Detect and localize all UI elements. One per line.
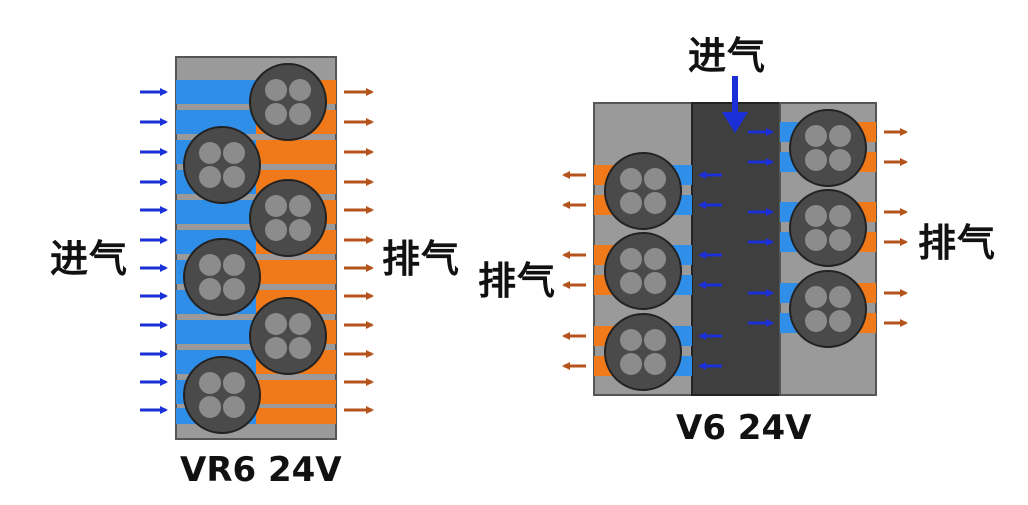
v6-right-cylinder-3 — [789, 270, 867, 348]
vr6-intake-arrows — [140, 88, 168, 414]
v6-left-cylinder-2 — [604, 232, 682, 310]
v6-exhaust-right-label: 排气 — [918, 221, 997, 265]
v6-intake-label: 进气 — [688, 34, 767, 78]
vr6-cylinder-4 — [183, 238, 261, 316]
vr6-engine-block — [175, 56, 337, 440]
vr6-cylinder-5 — [249, 297, 327, 375]
vr6-intake-label: 进气 — [50, 237, 129, 281]
vr6-exhaust-arrows — [344, 88, 374, 414]
v6-valley-arrows-left — [698, 171, 722, 370]
v6-caption: V6 24V — [676, 408, 812, 448]
vr6-cylinder-1 — [249, 63, 327, 141]
v6-left-cylinder-1 — [604, 152, 682, 230]
vr6-cylinder-6 — [183, 356, 261, 434]
v6-main-intake-arrow — [722, 76, 748, 133]
v6-valley-arrows-right — [748, 128, 774, 327]
v6-exhaust-arrows-left — [562, 171, 586, 370]
v6-exhaust-left-label: 排气 — [478, 259, 557, 303]
vr6-exhaust-label: 排气 — [382, 237, 461, 281]
vr6-cylinder-3 — [249, 179, 327, 257]
v6-right-cylinder-1 — [789, 109, 867, 187]
v6-center-intake-valley — [691, 102, 781, 396]
v6-right-cylinder-2 — [789, 189, 867, 267]
vr6-cylinder-2 — [183, 126, 261, 204]
vr6-caption: VR6 24V — [180, 450, 342, 490]
v6-engine-block — [593, 102, 877, 396]
v6-exhaust-arrows-right — [884, 128, 908, 327]
v6-left-cylinder-3 — [604, 313, 682, 391]
